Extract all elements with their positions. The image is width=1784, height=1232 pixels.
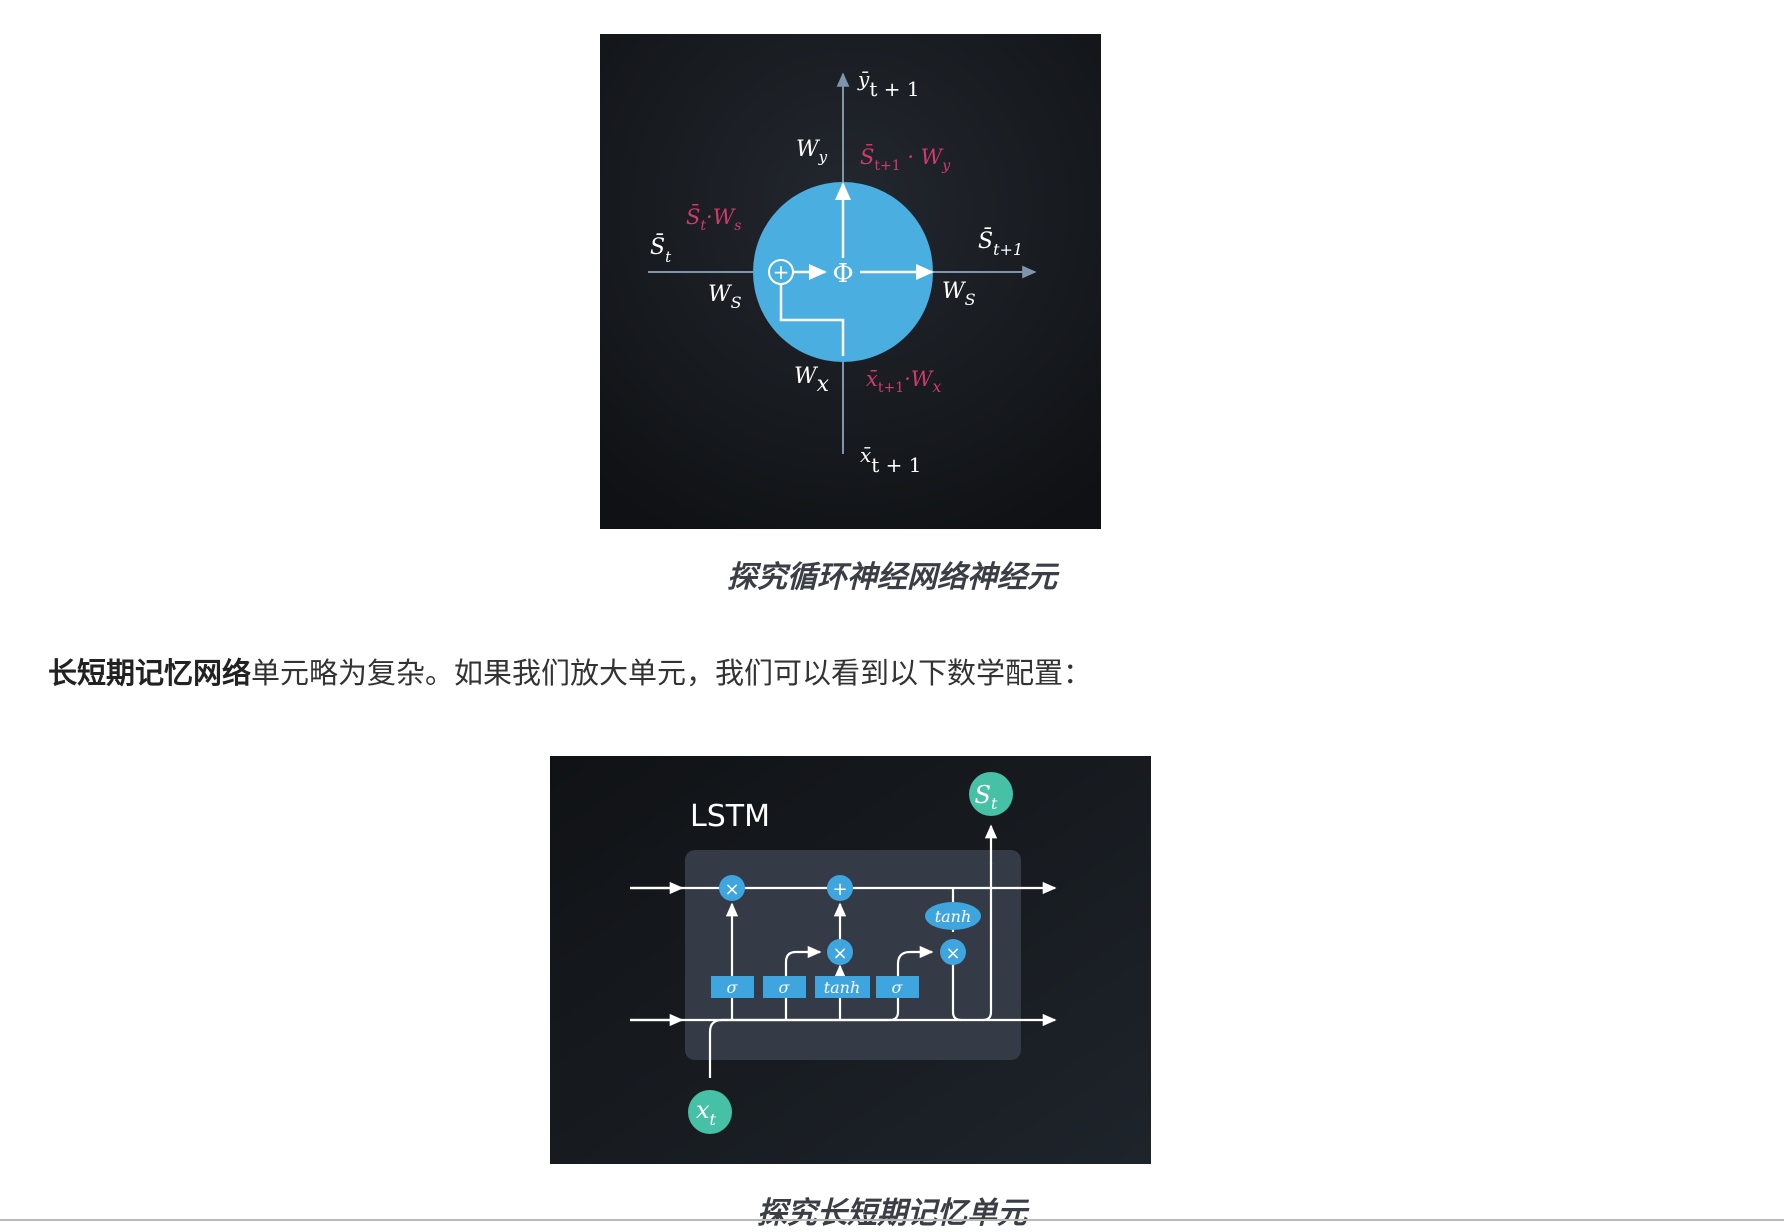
lstm-cell-diagram: LSTM σ σ tanh σ tanh — [550, 756, 1151, 1164]
output-node-label: St — [975, 781, 998, 813]
ws-left-label: WS — [708, 282, 742, 312]
input-gate — [763, 976, 806, 998]
divider — [0, 1219, 1784, 1221]
forget-gate — [711, 976, 754, 998]
tanh-ellipse-label: tanh — [935, 907, 972, 926]
st-label: S̄t — [650, 233, 672, 266]
st1-label: S̄t+1 — [978, 227, 1023, 259]
x-product-label: x̄t+1·Wx — [866, 367, 941, 396]
output-gate-label: σ — [892, 978, 904, 997]
neuron-circle — [753, 182, 933, 362]
output-multiply-node — [940, 939, 966, 965]
multiply-symbol: × — [945, 943, 960, 964]
lstm-term: 长短期记忆网络 — [48, 656, 252, 690]
ss-product-label: S̄t·Ws — [686, 204, 741, 234]
output-node — [969, 772, 1013, 816]
figure-caption-rnn: 探究循环神经网络神经元 — [727, 560, 1057, 595]
multiply-symbol: × — [724, 879, 739, 900]
ws-right-label: WS — [942, 279, 976, 309]
input-node-label: xt — [696, 1096, 717, 1129]
tanh-ellipse — [925, 902, 981, 930]
lstm-paragraph-text: 单元略为复杂。如果我们放大单元，我们可以看到以下数学配置： — [251, 656, 1093, 690]
x-bottom-label: x̄t + 1 — [860, 443, 922, 477]
lstm-paragraph: 长短期记忆网络单元略为复杂。如果我们放大单元，我们可以看到以下数学配置： — [48, 650, 1748, 692]
forget-multiply-node — [719, 875, 745, 901]
multiply-symbol: × — [832, 943, 847, 964]
input-multiply-node — [827, 939, 853, 965]
input-gate-label: σ — [779, 978, 791, 997]
lstm-title: LSTM — [690, 799, 770, 834]
sum-node — [768, 259, 794, 285]
rnn-neuron-diagram: + Φ ȳt + 1 Wy S̄t S̄t+1 WS WS Wx x̄t + 1… — [600, 34, 1101, 529]
forget-gate-label: σ — [727, 978, 739, 997]
candidate-gate — [815, 976, 870, 998]
candidate-gate-label: tanh — [824, 978, 861, 997]
cell-add-node — [827, 875, 853, 901]
wy-label: Wy — [796, 137, 828, 166]
sy-product-label: S̄t+1 · Wy — [860, 144, 951, 174]
plus-symbol: + — [773, 260, 790, 284]
lstm-cell-figure: LSTM σ σ tanh σ tanh — [550, 756, 1151, 1164]
plus-symbol: + — [832, 879, 847, 900]
rnn-neuron-figure: + Φ ȳt + 1 Wy S̄t S̄t+1 WS WS Wx x̄t + 1… — [600, 34, 1101, 529]
figure-caption-lstm: 探究长短期记忆单元 — [757, 1196, 1027, 1231]
lstm-panel — [685, 850, 1021, 1060]
wx-label: Wx — [794, 364, 830, 397]
phi-symbol: Φ — [832, 259, 853, 289]
y-top-label: ȳt + 1 — [857, 67, 920, 101]
input-node — [688, 1090, 732, 1134]
output-gate — [876, 976, 919, 998]
